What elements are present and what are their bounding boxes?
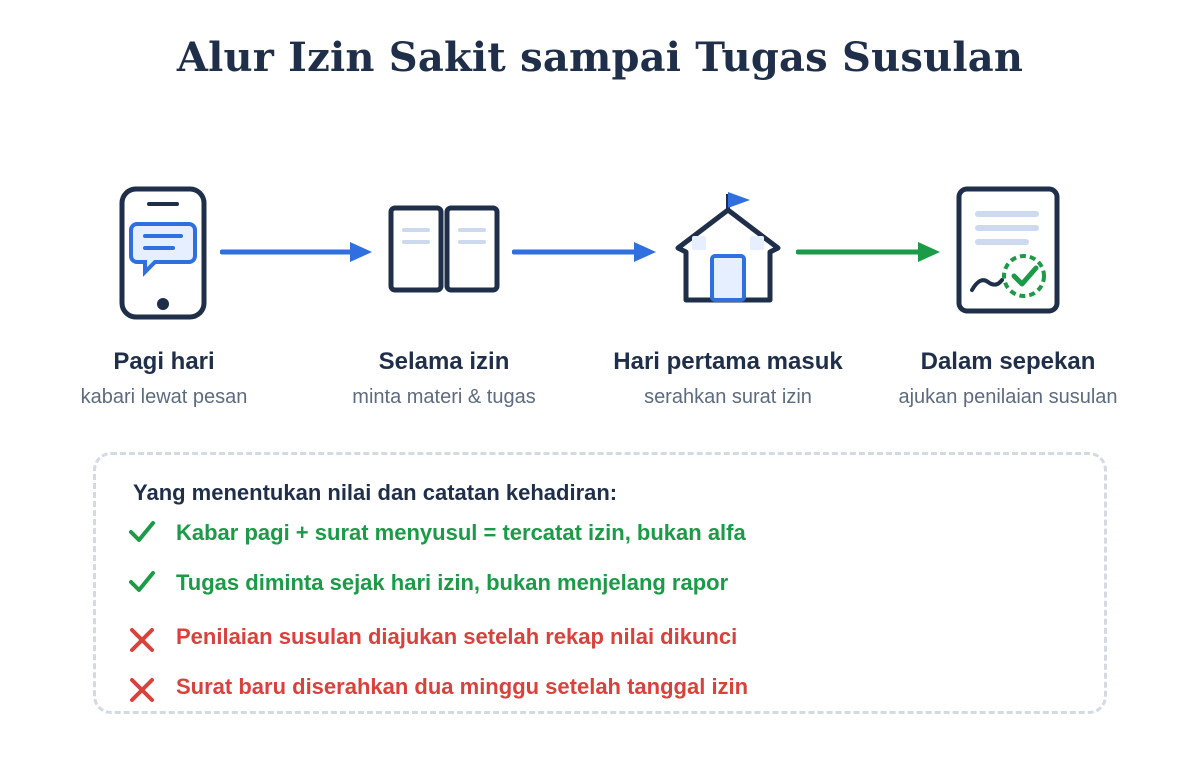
school-building-icon <box>675 192 781 303</box>
stage-label: Selama izin <box>378 348 510 375</box>
checklist-box <box>93 452 1107 714</box>
arrow-3 <box>796 242 940 262</box>
cross-icon <box>130 628 154 652</box>
checklist-item-text: Kabar pagi + surat menyusul = tercatat i… <box>176 520 746 545</box>
check-icon <box>129 571 155 592</box>
signed-document-icon <box>956 186 1060 314</box>
stage-label: Dalam sepekan <box>920 348 1096 375</box>
arrow-2 <box>512 242 656 262</box>
arrow-1 <box>220 242 372 262</box>
stage-sub: minta materi & tugas <box>352 386 536 408</box>
stage-sub: kabari lewat pesan <box>80 386 248 408</box>
checklist-item-text: Surat baru diserahkan dua minggu setelah… <box>176 674 749 699</box>
checklist-item-text: Tugas diminta sejak hari izin, bukan men… <box>176 570 729 595</box>
cross-icon <box>130 678 154 702</box>
checklist-title: Yang menentukan nilai dan catatan kehadi… <box>133 480 618 505</box>
stage-label: Pagi hari <box>113 348 215 375</box>
open-book-icon <box>388 205 500 293</box>
stage-label: Hari pertama masuk <box>613 348 843 375</box>
checklist-item-text: Penilaian susulan diajukan setelah rekap… <box>176 624 738 649</box>
phone-message-icon <box>119 186 207 320</box>
page-title: Alur Izin Sakit sampai Tugas Susulan <box>176 34 1024 81</box>
check-icon <box>129 521 155 542</box>
stage-sub: serahkan surat izin <box>644 386 812 408</box>
stage-sub: ajukan penilaian susulan <box>898 386 1118 408</box>
